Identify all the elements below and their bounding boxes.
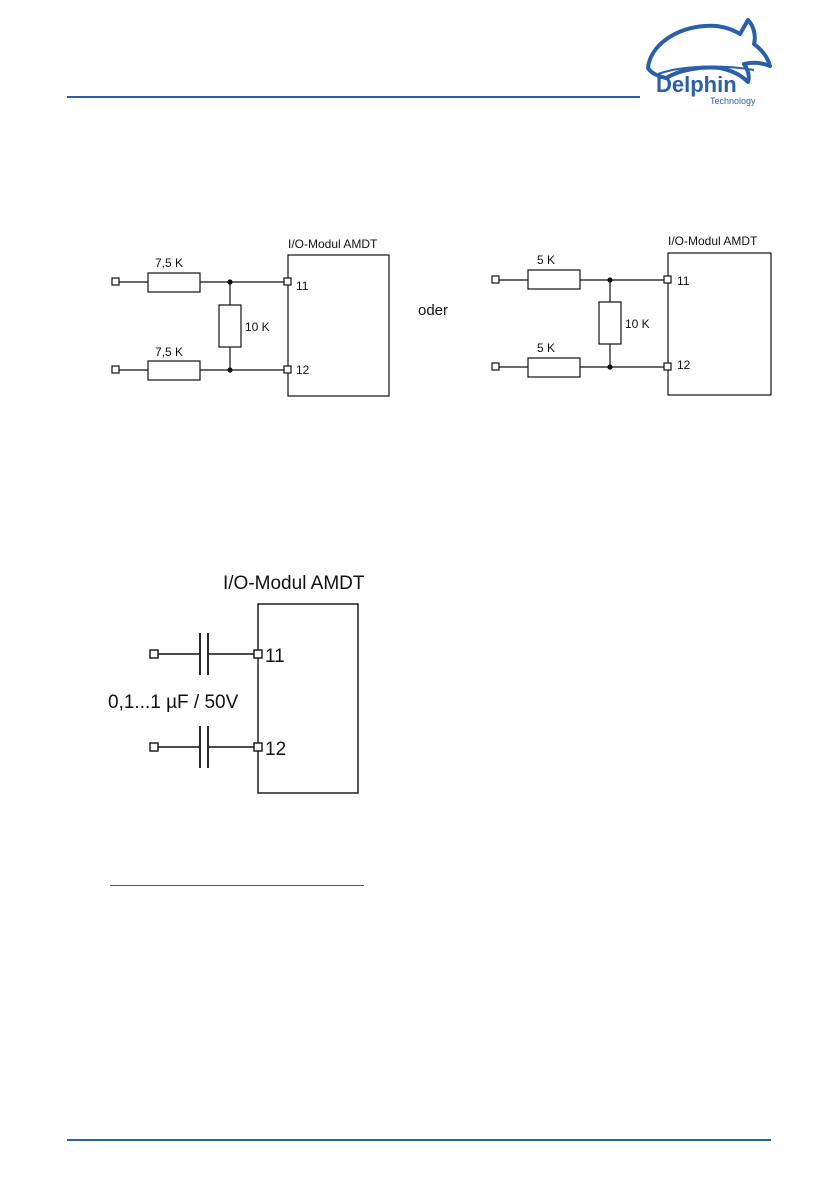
capacitor-diagram: I/O-Modul AMDT 0,1...1 µF / 50V 11 12 xyxy=(0,560,839,800)
left-pin-12 xyxy=(284,366,291,373)
right-pin-11 xyxy=(664,276,671,283)
left-r-mid-label: 10 K xyxy=(245,320,270,334)
right-junction-top xyxy=(607,277,612,282)
right-input-terminal-top xyxy=(492,276,499,283)
right-pin-12 xyxy=(664,363,671,370)
cap-pin-11-label: 11 xyxy=(265,646,285,667)
left-junction-top xyxy=(227,279,232,284)
right-resistor-bottom xyxy=(528,358,580,377)
oder-label: oder xyxy=(418,302,448,319)
header-rule xyxy=(67,96,640,98)
right-junction-bottom xyxy=(607,364,612,369)
cap-pin-12 xyxy=(254,743,262,751)
left-resistor-top xyxy=(148,273,200,292)
left-pin-11-label: 11 xyxy=(296,279,309,293)
left-input-terminal-top xyxy=(112,278,119,285)
cap-input-terminal-top xyxy=(150,650,158,658)
right-resistor-top xyxy=(528,270,580,289)
left-r-top-label: 7,5 K xyxy=(155,256,183,270)
left-junction-bottom xyxy=(227,367,232,372)
cap-input-terminal-bottom xyxy=(150,743,158,751)
right-pin-12-label: 12 xyxy=(677,358,691,372)
right-r-bottom-label: 5 K xyxy=(537,341,555,355)
right-r-top-label: 5 K xyxy=(537,253,555,267)
logo-sub: Technology xyxy=(710,96,756,106)
delphin-logo: Delphin Technology xyxy=(630,6,780,106)
left-resistor-bottom xyxy=(148,361,200,380)
cap-value-label: 0,1...1 µF / 50V xyxy=(108,692,239,713)
left-pin-11 xyxy=(284,278,291,285)
link-underline[interactable] xyxy=(110,885,364,886)
cap-pin-12-label: 12 xyxy=(265,739,286,760)
cap-pin-11 xyxy=(254,650,262,658)
right-r-mid-label: 10 K xyxy=(625,317,650,331)
left-pin-12-label: 12 xyxy=(296,363,310,377)
right-pin-11-label: 11 xyxy=(677,274,690,288)
left-resistor-mid xyxy=(219,305,241,347)
left-r-bottom-label: 7,5 K xyxy=(155,345,183,359)
left-module-label: I/O-Modul AMDT xyxy=(288,237,378,251)
cap-module-box xyxy=(258,604,358,793)
logo-brand: Delphin xyxy=(656,72,737,97)
footer-rule xyxy=(67,1139,771,1141)
cap-module-label: I/O-Modul AMDT xyxy=(223,573,365,594)
resistor-diagram: I/O-Modul AMDT 7,5 K 7,5 K 10 K 11 12 od… xyxy=(0,220,839,410)
right-module-label: I/O-Modul AMDT xyxy=(668,234,758,248)
right-resistor-mid xyxy=(599,302,621,344)
left-input-terminal-bottom xyxy=(112,366,119,373)
right-input-terminal-bottom xyxy=(492,363,499,370)
